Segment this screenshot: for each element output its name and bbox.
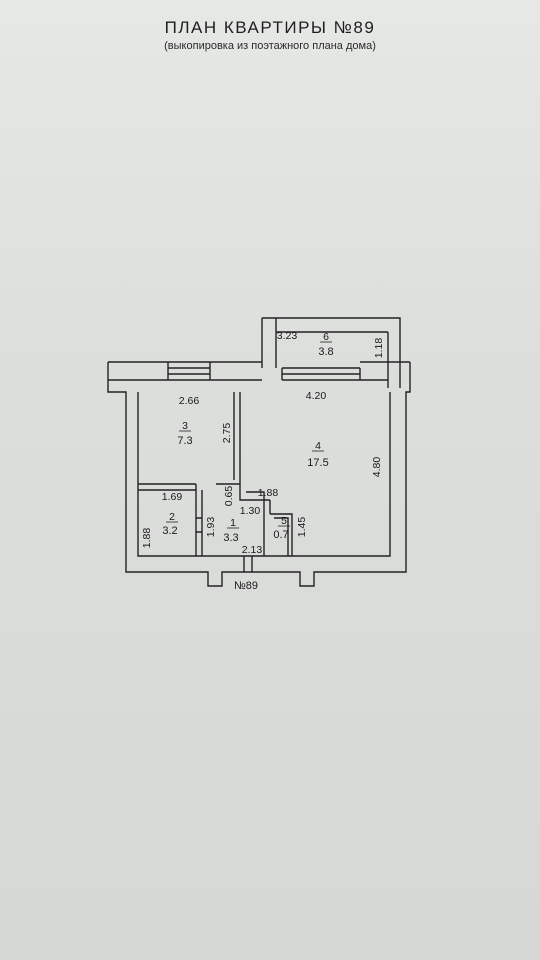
room-3-number: 3 bbox=[182, 420, 188, 432]
room-3-area: 7.3 bbox=[177, 435, 192, 447]
dim-room3-depth: 2.75 bbox=[221, 423, 233, 444]
room-2-number: 2 bbox=[169, 511, 175, 523]
dim-room4-depth: 4.80 bbox=[371, 457, 383, 478]
room-1-number: 1 bbox=[230, 517, 236, 529]
dim-corridor-a: 0.65 bbox=[223, 486, 235, 507]
room-1-area: 3.3 bbox=[223, 532, 238, 544]
dim-room1-width: 1.30 bbox=[240, 505, 261, 517]
dim-room2-width: 1.69 bbox=[162, 491, 183, 503]
dim-room4-width: 4.20 bbox=[306, 390, 327, 402]
dimensions: 3.23 1.18 2.66 2.75 4.20 4.80 1.69 1.88 … bbox=[141, 330, 385, 556]
dim-balcony-width: 3.23 bbox=[277, 330, 298, 342]
room-5-number: 5 bbox=[281, 515, 287, 527]
dim-room2-depth: 1.88 bbox=[141, 528, 153, 549]
apartment-label: №89 bbox=[234, 580, 258, 592]
dim-hall-width: 2.13 bbox=[242, 544, 263, 556]
page-subtitle: (выкопировка из поэтажного плана дома) bbox=[164, 40, 376, 52]
room-6-number: 6 bbox=[323, 331, 329, 343]
room-labels: 6 3.8 3 7.3 4 17.5 2 3.2 1 3.3 5 0.7 bbox=[162, 331, 333, 544]
room-5-area: 0.7 bbox=[273, 529, 288, 541]
walls bbox=[107, 317, 411, 587]
dim-room1-height: 1.93 bbox=[205, 517, 217, 538]
dim-room5-depth: 1.45 bbox=[296, 517, 308, 538]
dim-balcony-depth: 1.18 bbox=[373, 338, 385, 359]
room-4-area: 17.5 bbox=[307, 457, 328, 469]
page-title: ПЛАН КВАРТИРЫ №89 bbox=[164, 18, 376, 37]
room-4-number: 4 bbox=[315, 440, 321, 452]
dim-room3-width: 2.66 bbox=[179, 395, 200, 407]
room-2-area: 3.2 bbox=[162, 525, 177, 537]
dim-corridor-b: 1.88 bbox=[258, 487, 279, 499]
room-6-area: 3.8 bbox=[318, 346, 333, 358]
